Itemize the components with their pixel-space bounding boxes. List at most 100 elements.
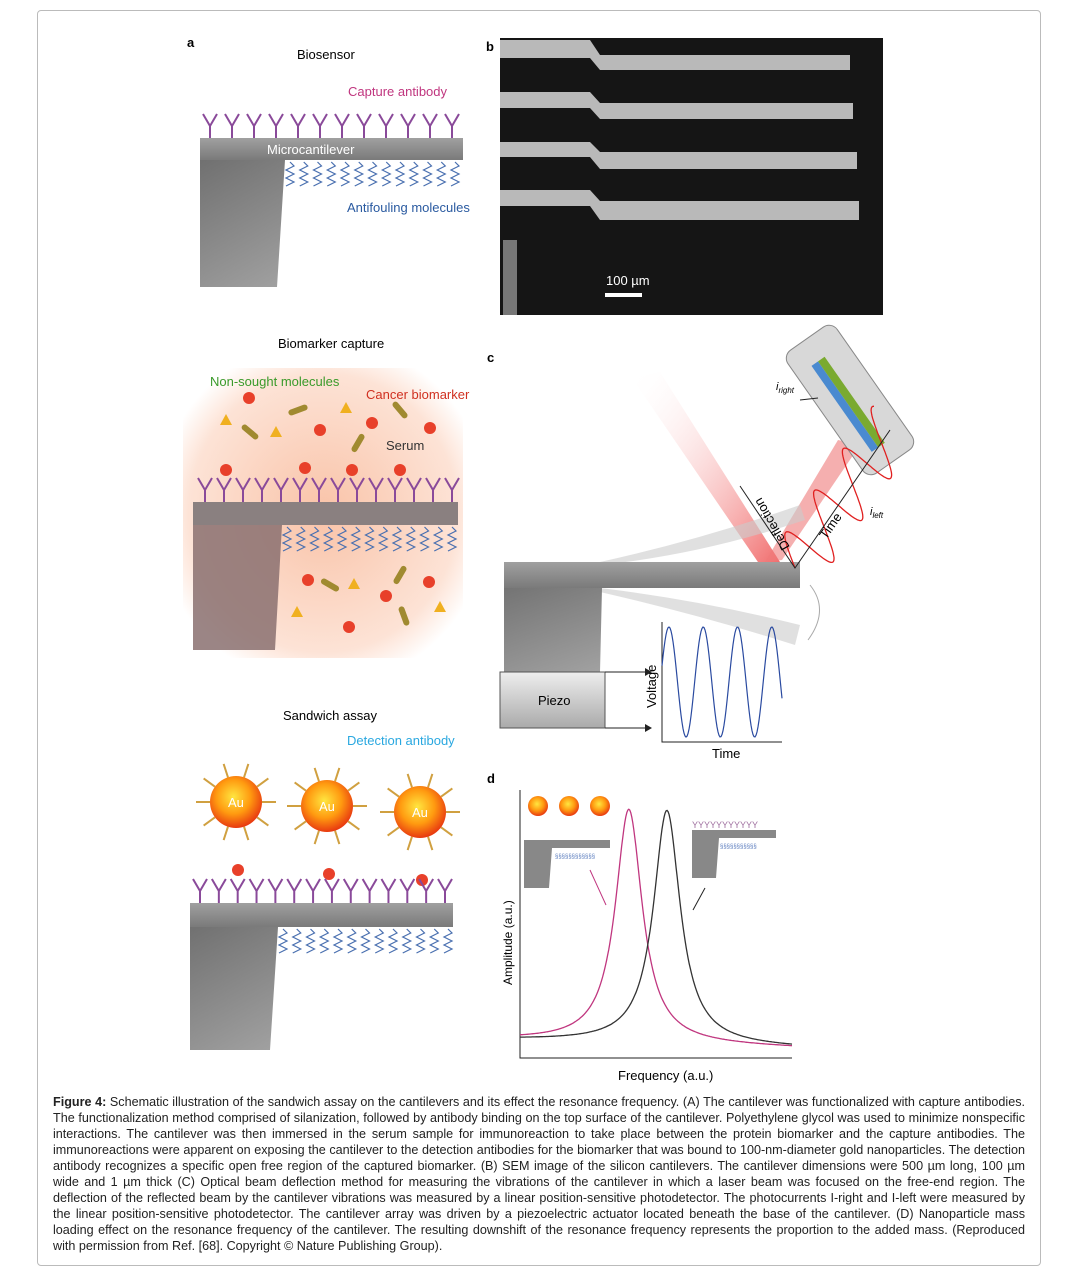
- detection-antibody: [347, 820, 360, 831]
- captured-biomarker: [416, 874, 428, 886]
- time-axis-label: Time: [712, 746, 740, 761]
- capture-antibodies: [202, 113, 460, 138]
- antifouling-molecule: [325, 161, 337, 187]
- voltage-wave: [661, 626, 783, 738]
- captured-biomarker: [232, 864, 244, 876]
- antifouling-molecule: [373, 928, 385, 954]
- antifouling-molecule: [432, 526, 444, 552]
- antibody: [444, 113, 460, 138]
- cancer-biomarker: [366, 417, 378, 429]
- detection-antibody: [256, 816, 269, 827]
- arrow-to-loaded-curve: [589, 869, 607, 906]
- antibody: [444, 477, 460, 502]
- antibody: [425, 477, 441, 502]
- detection-antibody: [313, 767, 320, 782]
- panel-c-optical-deflection: c Deflection Time iright ileft Piezo Vol…: [487, 324, 915, 761]
- antifouling-molecule: [339, 161, 351, 187]
- detection-antibody: [406, 836, 413, 851]
- detection-antibody: [222, 826, 229, 841]
- serum-molecules: [220, 392, 446, 633]
- non-sought-molecule: [241, 424, 259, 440]
- antifouling-molecule: [332, 928, 344, 954]
- piezo-label: Piezo: [538, 693, 571, 708]
- arrow-to-bare-curve: [692, 887, 706, 911]
- antibody: [400, 113, 416, 138]
- antifouling-molecule: [295, 526, 307, 552]
- antibody: [380, 878, 397, 903]
- au-label: Au: [228, 795, 244, 810]
- antifouling-molecules: [277, 928, 454, 954]
- i-right-label: iright: [776, 381, 795, 395]
- cancer-biomarker: [302, 574, 314, 586]
- panel-a-label: a: [187, 35, 195, 50]
- antifouling-molecule: [281, 526, 293, 552]
- detection-antibody: [406, 773, 413, 788]
- voltage-plot-axes: [661, 622, 782, 743]
- detection-antibody: [387, 826, 400, 837]
- antifouling-molecule: [435, 161, 447, 187]
- antibody: [229, 878, 246, 903]
- capture-antibodies: [192, 878, 453, 903]
- antifouling-molecule: [367, 161, 378, 187]
- cancer-biomarker-label: Cancer biomarker: [366, 387, 470, 402]
- antibody: [378, 113, 394, 138]
- antibody: [286, 878, 303, 903]
- antifouling-molecule: [364, 526, 375, 552]
- antibody: [235, 477, 251, 502]
- antifouling-molecule: [291, 928, 303, 954]
- antibody: [267, 878, 284, 903]
- voltage-axis-label: Voltage: [644, 665, 659, 708]
- laser-beam-incident: [632, 372, 780, 565]
- antibody: [437, 878, 453, 903]
- chart-axes: [519, 790, 792, 1059]
- antibody: [246, 113, 262, 138]
- antifouling-molecule: [422, 161, 433, 187]
- antifouling-molecule: [449, 161, 461, 187]
- antibody: [368, 477, 384, 502]
- antibody: [305, 878, 321, 903]
- antibody: [216, 477, 232, 502]
- figure: a Biosensor Capture antibody Microcantil…: [183, 35, 915, 1083]
- detection-antibody: [387, 787, 400, 798]
- antibody: [210, 878, 227, 903]
- antibody: [418, 878, 435, 903]
- antifouling-molecule: [446, 526, 458, 552]
- scale-bar: [605, 293, 642, 297]
- detection-antibody: [313, 830, 320, 845]
- antibody: [290, 113, 306, 138]
- cancer-biomarker: [346, 464, 358, 476]
- detection-antibody: [243, 763, 250, 778]
- scale-bar-label: 100 µm: [606, 273, 650, 288]
- non-sought-molecule: [392, 401, 408, 419]
- antibody: [399, 878, 416, 903]
- au-label: Au: [319, 799, 335, 814]
- detection-antibody: [294, 820, 307, 831]
- antifouling-molecule: [322, 526, 334, 552]
- non-sought-molecule: [291, 606, 303, 617]
- antifouling-molecule: [336, 526, 348, 552]
- non-sought-molecule: [320, 578, 340, 592]
- antibody: [254, 477, 270, 502]
- antifouling-molecule: [405, 526, 417, 552]
- non-sought-molecule: [434, 601, 446, 612]
- figure-frame: [37, 10, 1041, 1266]
- inset-loaded-cantilever: §§§§§§§§§§§§: [524, 796, 610, 888]
- detection-antibody: [294, 781, 307, 792]
- detection-antibody: [334, 767, 341, 782]
- antifouling-molecule: [428, 928, 440, 954]
- antifouling-molecule: [277, 928, 289, 954]
- antifouling-molecule: [305, 928, 316, 954]
- antifouling-molecules: [281, 526, 458, 552]
- capture-antibody-label: Capture antibody: [348, 84, 448, 99]
- antibody: [248, 878, 265, 903]
- antifouling-molecule: [380, 161, 392, 187]
- antifouling-molecule: [408, 161, 420, 187]
- detection-antibody: [334, 830, 341, 845]
- svg-text:§§§§§§§§§§§§: §§§§§§§§§§§§: [555, 854, 595, 860]
- cancer-biomarker: [343, 621, 355, 633]
- antibody: [202, 113, 218, 138]
- non-sought-label: Non-sought molecules: [210, 374, 340, 389]
- microcantilever: [200, 138, 463, 287]
- antibody: [349, 477, 365, 502]
- antibody: [292, 477, 308, 502]
